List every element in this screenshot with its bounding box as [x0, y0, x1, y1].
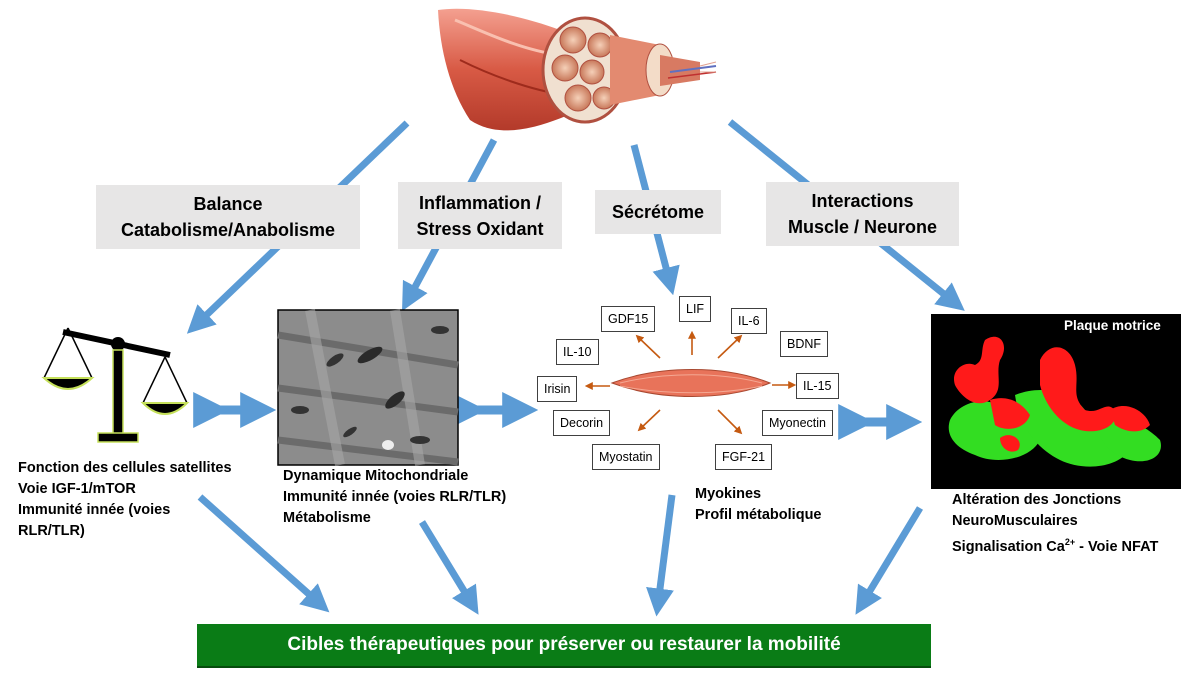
mito-text-2: Immunité innée (voies RLR/TLR)	[283, 489, 507, 505]
mito-text-3: Métabolisme	[283, 510, 371, 526]
balance-text-1: Fonction des cellules satellites	[18, 460, 232, 476]
theme-interactions-line2: Muscle / Neurone	[787, 217, 938, 237]
theme-inflammation: Inflammation / Stress Oxidant	[398, 182, 562, 249]
myokine-irisin: Irisin	[537, 376, 578, 402]
therapeutic-targets-banner: Cibles thérapeutiques pour préserver ou …	[197, 624, 931, 668]
myokine-gdf15: GDF15	[601, 306, 656, 332]
myokine-fgf21: FGF-21	[715, 444, 773, 470]
myokine-il10: IL-10	[556, 339, 599, 365]
nmj-text-2: NeuroMusculaires	[952, 513, 1078, 529]
nmj-text-3: Signalisation Ca2+ - Voie NFAT	[952, 532, 1158, 558]
balance-scale-icon	[41, 327, 190, 443]
myokine-lif: LIF	[679, 296, 712, 322]
myokine-il6: IL-6	[731, 308, 767, 334]
mitochondria-micrograph	[277, 309, 459, 466]
balance-text-3: Immunité innée (voies	[18, 502, 171, 518]
muscle-fiber-illustration	[438, 8, 717, 131]
theme-balance-line1: Balance	[193, 194, 263, 214]
myokines-description: Myokines Profil métabolique	[695, 484, 822, 526]
theme-inflammation-line1: Inflammation /	[418, 192, 541, 213]
nmj-signal-prefix: Signalisation Ca	[952, 538, 1065, 555]
theme-interactions-line1: Interactions	[811, 191, 914, 211]
nmj-text-1: Altération des Jonctions	[952, 492, 1122, 508]
theme-interactions: Interactions Muscle / Neurone	[766, 182, 959, 246]
nmj-signal-sup: 2+	[1064, 537, 1076, 547]
myokine-bdnf: BDNF	[780, 331, 829, 357]
theme-balance: Balance Catabolisme/Anabolisme	[96, 185, 360, 249]
myokine-il15: IL-15	[796, 373, 839, 399]
myokine-decorin: Decorin	[553, 410, 611, 436]
theme-secretome-label: Sécrétome	[611, 202, 705, 222]
balance-description: Fonction des cellules satellites Voie IG…	[18, 458, 232, 542]
mito-text-1: Dynamique Mitochondriale	[283, 468, 469, 484]
myokine-myostatin: Myostatin	[592, 444, 660, 470]
nmj-description: Altération des Jonctions NeuroMusculaire…	[952, 490, 1158, 558]
mito-description: Dynamique Mitochondriale Immunité innée …	[283, 466, 506, 529]
theme-inflammation-line2: Stress Oxidant	[416, 218, 544, 239]
theme-secretome: Sécrétome	[595, 190, 721, 234]
balance-text-2: Voie IGF-1/mTOR	[18, 481, 136, 497]
myokine-myonectin: Myonectin	[762, 410, 833, 436]
balance-text-4: RLR/TLR)	[18, 523, 85, 539]
muscle-shape	[610, 369, 772, 397]
neuromuscular-junction-image	[931, 314, 1181, 489]
theme-balance-line2: Catabolisme/Anabolisme	[120, 220, 336, 240]
nmj-signal-suffix: - Voie NFAT	[1075, 538, 1159, 555]
myokines-text-1: Myokines	[695, 486, 762, 502]
myokines-text-2: Profil métabolique	[695, 507, 822, 523]
nmj-label: Plaque motrice	[1064, 318, 1161, 333]
